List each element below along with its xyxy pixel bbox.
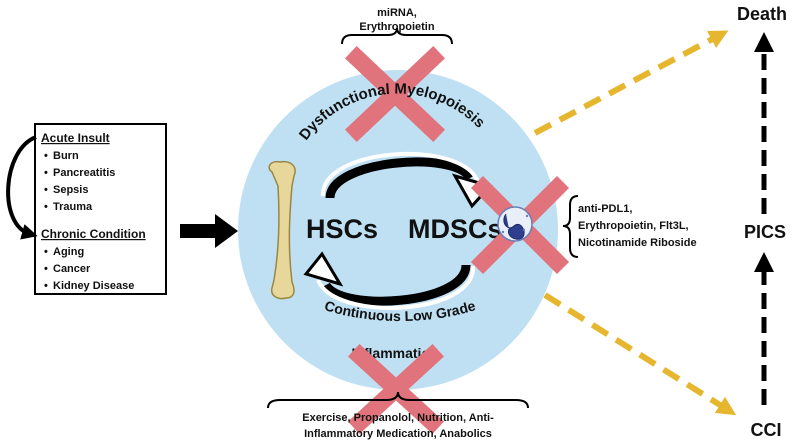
- acute-insult-list: • Burn • Pancreatitis • Sepsis • Trauma: [44, 150, 115, 213]
- hscs-label: HSCs: [306, 214, 378, 244]
- bone-icon: [268, 160, 296, 300]
- bullet-mark: •: [44, 263, 48, 275]
- bottom-bracket: Exercise, Propanolol, Nutrition, Anti- I…: [267, 391, 529, 440]
- x-mark-icon: [344, 45, 446, 143]
- top-bracket-line-2: Erythropoietin: [359, 21, 434, 33]
- bottom-bracket-line-1: Exercise, Propanolol, Nutrition, Anti-: [302, 412, 494, 424]
- condition-list-item: Sepsis: [53, 184, 88, 196]
- dashed-arrow-to-death: [533, 30, 729, 136]
- mdsc-cell-icon: [497, 206, 533, 242]
- outcome-cci: CCI: [751, 420, 782, 440]
- bullet-mark: •: [44, 167, 48, 179]
- condition-list-item: Pancreatitis: [53, 167, 115, 179]
- right-bracket-line-1: anti-PDL1,: [578, 203, 632, 215]
- condition-list-item: Aging: [53, 246, 84, 258]
- bullet-mark: •: [44, 246, 48, 258]
- chronic-condition-list: • Aging • Cancer • Kidney Disease: [44, 246, 134, 292]
- dashed-arrow-to-cci: [543, 292, 737, 416]
- top-bracket: miRNA, Erythropoietin: [341, 7, 453, 45]
- right-bracket-line-3: Nicotinamide Riboside: [578, 237, 697, 249]
- acute-insult-heading: Acute Insult: [41, 131, 110, 145]
- right-bracket: [562, 195, 579, 258]
- myelopoiesis-circle: [238, 70, 558, 390]
- top-bracket-line-1: miRNA,: [377, 7, 417, 19]
- curved-arrow-icon: [322, 264, 471, 306]
- right-bracket-line-2: Erythropoietin, Flt3L,: [578, 220, 689, 232]
- block-arrow-icon: [180, 214, 238, 248]
- condition-list-item: Kidney Disease: [53, 280, 134, 292]
- condition-list-item: Trauma: [53, 201, 93, 213]
- bullet-mark: •: [44, 150, 48, 162]
- bullet-mark: •: [44, 184, 48, 196]
- condition-list-item: Cancer: [53, 263, 91, 275]
- curved-arrow-icon: [6, 135, 38, 240]
- x-mark-icon: [347, 343, 445, 435]
- bullet-mark: •: [44, 280, 48, 292]
- condition-box: Acute Insult • Burn • Pancreatitis • Sepsis • T…: [34, 123, 167, 295]
- curved-arrow-icon: [325, 157, 474, 199]
- bullet-mark: •: [44, 201, 48, 213]
- mdscs-label: MDSCs: [408, 214, 503, 244]
- chronic-condition-heading: Chronic Condition: [41, 227, 146, 241]
- bottom-bracket-line-2: Inflammatory Medication, Anabolics: [304, 428, 492, 440]
- outcome-death: Death: [737, 4, 787, 24]
- outcome-pics: PICS: [744, 222, 786, 242]
- condition-list-item: Burn: [53, 150, 79, 162]
